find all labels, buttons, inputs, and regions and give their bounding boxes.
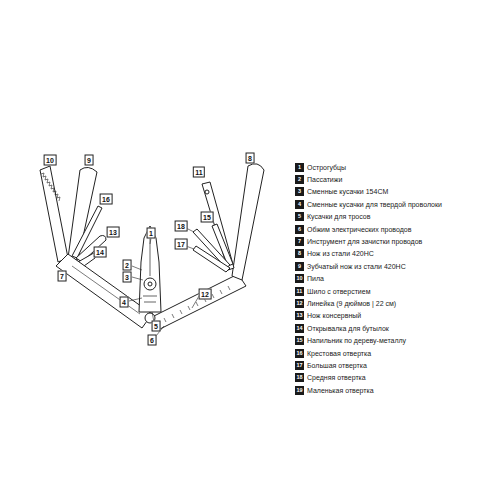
list-number: 17: [295, 361, 304, 370]
callout-number: 1: [147, 228, 156, 239]
leader-line: [129, 298, 142, 301]
left-handle: [56, 254, 152, 328]
list-number: 3: [295, 187, 304, 196]
callout-number: 17: [175, 239, 188, 250]
pivot-center: [148, 282, 152, 286]
callout-number: 4: [120, 297, 129, 308]
knife-blade: [232, 164, 264, 280]
part-name: Шило с отверстием: [307, 287, 370, 296]
list-number: 12: [295, 299, 304, 308]
list-number: 16: [295, 349, 304, 358]
part-name: Пассатижи: [307, 175, 342, 184]
callout-number: 5: [152, 321, 161, 332]
part-name: Крестовая отвертка: [307, 349, 371, 358]
part-name: Пила: [307, 274, 324, 283]
list-number: 5: [295, 212, 304, 221]
part-name: Средняя отвертка: [307, 373, 366, 382]
callout-number: 15: [201, 212, 214, 223]
right-handle: [150, 274, 246, 330]
pivot: [144, 278, 156, 290]
list-number: 18: [295, 373, 304, 382]
list-number: 15: [295, 336, 304, 345]
list-number: 14: [295, 324, 304, 333]
callout-number: 2: [123, 260, 132, 271]
leader-line: [132, 277, 143, 280]
saw-blade: [40, 166, 68, 262]
list-number: 2: [295, 175, 304, 184]
list-number: 13: [295, 311, 304, 320]
leader-line: [132, 266, 142, 270]
pliers-head: [139, 226, 161, 312]
part-name: Открывалка для бутылок: [307, 324, 389, 333]
part-name: Острогубцы: [307, 163, 346, 172]
part-name: Линейка (9 дюймов | 22 см): [307, 299, 396, 308]
callout-number: 18: [175, 221, 188, 232]
callout-number: 11: [193, 167, 205, 178]
ruler-ticks: [164, 286, 230, 322]
list-number: 10: [295, 274, 304, 283]
part-name: Обжим электрических проводов: [307, 225, 411, 234]
part-name: Нож консервный: [307, 311, 361, 320]
list-number: 1: [295, 163, 304, 172]
leader-lines: [129, 228, 199, 336]
part-name: Сменные кусачки для твердой проволоки: [307, 200, 442, 209]
handle-groove: [72, 266, 140, 314]
list-number: 19: [295, 386, 304, 395]
part-name: Инструмент для зачистки проводов: [307, 237, 422, 246]
part-name: Маленькая отвертка: [307, 386, 374, 395]
part-name: Напильник по дереву-металлу: [307, 336, 406, 345]
part-name: Большая отвертка: [307, 361, 367, 370]
callout-number: 16: [100, 194, 113, 205]
large-screwdriver: [193, 246, 230, 272]
part-name: Нож из стали 420HC: [307, 249, 374, 258]
callout-number: 3: [123, 272, 132, 283]
list-number: 11: [295, 287, 304, 296]
callout-number: 8: [246, 153, 255, 164]
awl-hole: [205, 190, 209, 194]
saw-teeth: [41, 173, 60, 201]
callout-number: 9: [85, 155, 94, 166]
callout-number: 12: [199, 289, 212, 300]
list-number: 4: [295, 200, 304, 209]
callout-number: 10: [44, 155, 57, 166]
part-name: Кусачки для тросов: [307, 212, 370, 221]
callout-number: 14: [94, 247, 107, 258]
callout-number: 13: [107, 227, 120, 238]
part-name: Сменные кусачки 154CM: [307, 187, 388, 196]
list-number: 9: [295, 262, 304, 271]
list-number: 8: [295, 249, 304, 258]
part-name: Зубчатый нож из стали 420HC: [307, 262, 406, 271]
callout-number: 7: [58, 271, 67, 282]
leader-line: [150, 238, 151, 244]
list-number: 6: [295, 225, 304, 234]
callout-number: 6: [148, 335, 157, 346]
list-number: 7: [295, 237, 304, 246]
cutters: [143, 296, 157, 302]
